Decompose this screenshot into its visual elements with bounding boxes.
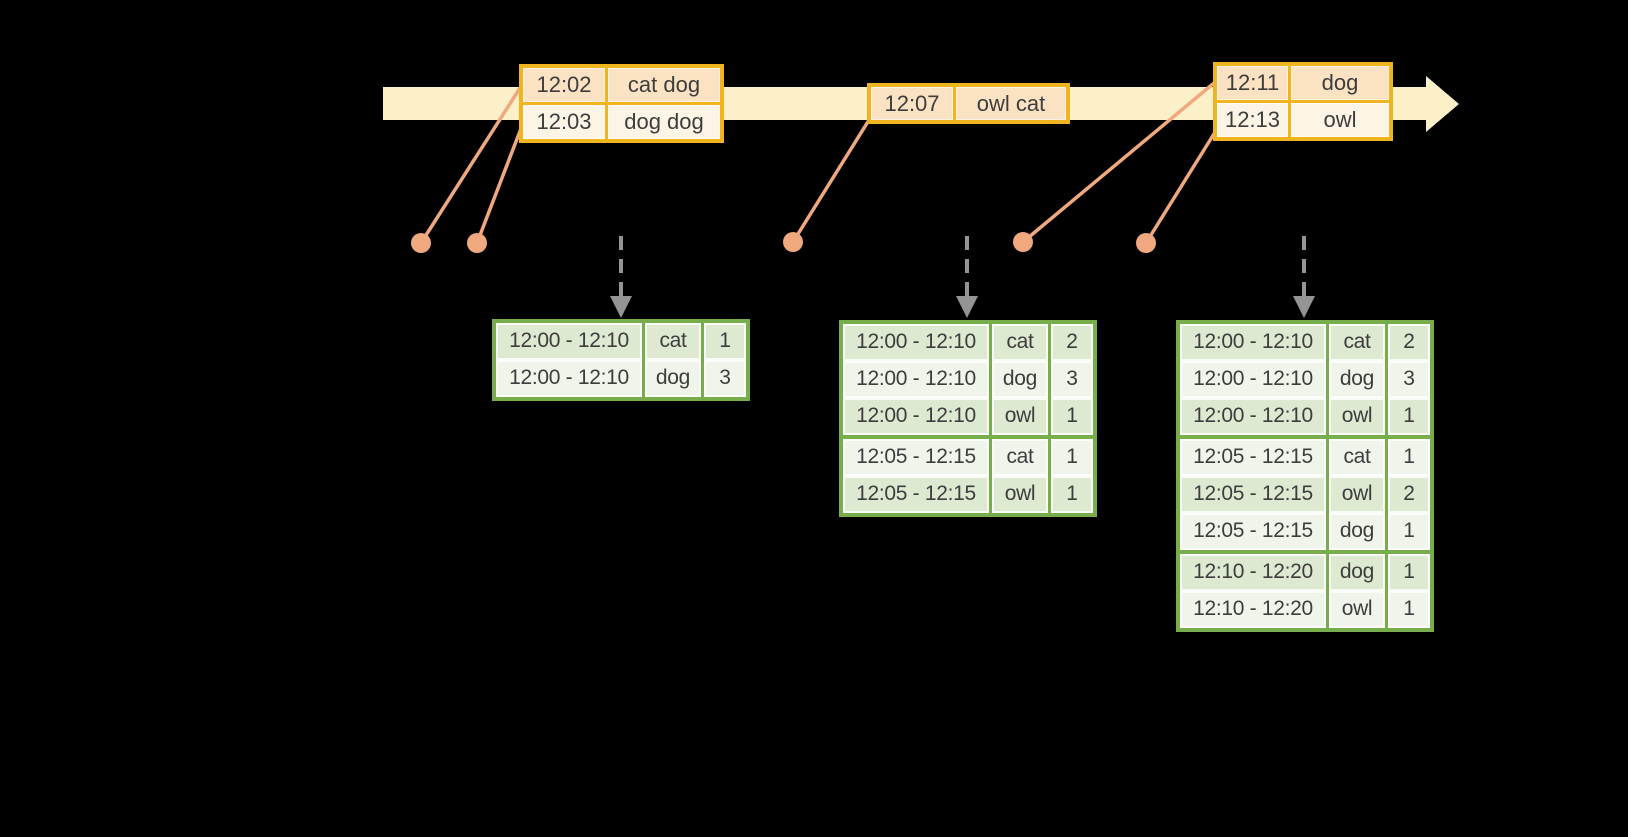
window-cell: 12:00 - 12:10	[843, 398, 989, 435]
window-cell: 12:00 - 12:10	[1180, 324, 1326, 361]
window-cell: 12:05 - 12:15	[1180, 513, 1326, 550]
window-cell: 12:10 - 12:20	[1180, 554, 1326, 591]
count-cell: 1	[1388, 554, 1430, 591]
result-row: 12:05 - 12:15 owl 2	[1180, 476, 1430, 513]
event-row: 12:03 dog dog	[523, 105, 720, 139]
count-cell: 1	[1388, 513, 1430, 550]
word-cell: owl	[992, 476, 1048, 513]
window-cell: 12:00 - 12:10	[1180, 398, 1326, 435]
record-dot	[1136, 233, 1156, 253]
word-cell: cat	[645, 323, 701, 360]
count-cell: 2	[1388, 476, 1430, 513]
result-table-1: 12:00 - 12:10 cat 1 12:00 - 12:10 dog 3	[492, 319, 750, 401]
word-cell: dog	[1329, 513, 1385, 550]
result-row: 12:05 - 12:15 owl 1	[843, 476, 1093, 513]
result-row: 12:00 - 12:10 owl 1	[843, 398, 1093, 435]
event-box-2: 12:07 owl cat	[867, 83, 1070, 124]
window-group: 12:00 - 12:10 cat 2 12:00 - 12:10 dog 3 …	[1180, 324, 1430, 435]
record-connector-line	[1144, 128, 1219, 244]
result-row: 12:10 - 12:20 dog 1	[1180, 554, 1430, 591]
event-row: 12:13 owl	[1217, 103, 1389, 137]
result-table-3: 12:00 - 12:10 cat 2 12:00 - 12:10 dog 3 …	[1176, 320, 1434, 632]
count-cell: 3	[1388, 361, 1430, 398]
window-cell: 12:05 - 12:15	[1180, 476, 1326, 513]
event-box-3: 12:11 dog 12:13 owl	[1213, 62, 1393, 141]
count-cell: 3	[704, 360, 746, 397]
event-time-cell: 12:03	[523, 105, 605, 139]
record-dot	[467, 233, 487, 253]
event-words-cell: cat dog	[608, 68, 720, 102]
event-time-cell: 12:11	[1217, 66, 1288, 100]
window-group: 12:10 - 12:20 dog 1 12:10 - 12:20 owl 1	[1180, 554, 1430, 628]
record-connector-line	[791, 119, 871, 243]
result-row: 12:00 - 12:10 owl 1	[1180, 398, 1430, 435]
count-cell: 2	[1051, 324, 1093, 361]
trigger-arrowhead-icon	[956, 296, 978, 318]
record-connector-line	[475, 125, 524, 244]
event-row: 12:07 owl cat	[871, 87, 1066, 120]
result-row: 12:00 - 12:10 dog 3	[1180, 361, 1430, 398]
result-row: 12:10 - 12:20 owl 1	[1180, 591, 1430, 628]
result-row: 12:05 - 12:15 cat 1	[1180, 439, 1430, 476]
count-cell: 1	[1051, 398, 1093, 435]
result-row: 12:05 - 12:15 dog 1	[1180, 513, 1430, 550]
record-dot	[783, 232, 803, 252]
event-words-cell: dog	[1291, 66, 1389, 100]
record-dot	[411, 233, 431, 253]
word-cell: dog	[992, 361, 1048, 398]
window-cell: 12:05 - 12:15	[843, 476, 989, 513]
window-cell: 12:10 - 12:20	[1180, 591, 1326, 628]
trigger-arrowhead-icon	[610, 296, 632, 318]
trigger-arrowhead-icon	[1293, 296, 1315, 318]
result-row: 12:05 - 12:15 cat 1	[843, 439, 1093, 476]
window-cell: 12:00 - 12:10	[496, 323, 642, 360]
result-row: 12:00 - 12:10 cat 2	[843, 324, 1093, 361]
count-cell: 3	[1051, 361, 1093, 398]
word-cell: owl	[992, 398, 1048, 435]
window-group: 12:00 - 12:10 cat 1 12:00 - 12:10 dog 3	[496, 323, 746, 397]
result-row: 12:00 - 12:10 cat 1	[496, 323, 746, 360]
window-cell: 12:05 - 12:15	[843, 439, 989, 476]
event-time-cell: 12:07	[871, 87, 953, 120]
window-cell: 12:00 - 12:10	[843, 361, 989, 398]
count-cell: 1	[1051, 439, 1093, 476]
event-time-cell: 12:02	[523, 68, 605, 102]
word-cell: cat	[992, 324, 1048, 361]
word-cell: cat	[1329, 439, 1385, 476]
word-cell: dog	[1329, 361, 1385, 398]
word-cell: owl	[1329, 398, 1385, 435]
event-time-cell: 12:13	[1217, 103, 1288, 137]
count-cell: 1	[704, 323, 746, 360]
result-table-2: 12:00 - 12:10 cat 2 12:00 - 12:10 dog 3 …	[839, 320, 1097, 517]
result-row: 12:00 - 12:10 dog 3	[496, 360, 746, 397]
window-cell: 12:00 - 12:10	[1180, 361, 1326, 398]
word-cell: dog	[645, 360, 701, 397]
window-group: 12:05 - 12:15 cat 1 12:05 - 12:15 owl 1	[843, 439, 1093, 513]
event-box-1: 12:02 cat dog 12:03 dog dog	[519, 64, 724, 143]
window-group: 12:05 - 12:15 cat 1 12:05 - 12:15 owl 2 …	[1180, 439, 1430, 550]
event-row: 12:11 dog	[1217, 66, 1389, 100]
count-cell: 1	[1388, 591, 1430, 628]
event-words-cell: dog dog	[608, 105, 720, 139]
word-cell: owl	[1329, 476, 1385, 513]
count-cell: 1	[1388, 398, 1430, 435]
word-cell: cat	[1329, 324, 1385, 361]
count-cell: 1	[1388, 439, 1430, 476]
window-cell: 12:00 - 12:10	[843, 324, 989, 361]
event-row: 12:02 cat dog	[523, 68, 720, 102]
window-cell: 12:05 - 12:15	[1180, 439, 1326, 476]
window-cell: 12:00 - 12:10	[496, 360, 642, 397]
word-cell: owl	[1329, 591, 1385, 628]
count-cell: 1	[1051, 476, 1093, 513]
word-cell: cat	[992, 439, 1048, 476]
event-words-cell: owl cat	[956, 87, 1066, 120]
result-row: 12:00 - 12:10 dog 3	[843, 361, 1093, 398]
event-words-cell: owl	[1291, 103, 1389, 137]
count-cell: 2	[1388, 324, 1430, 361]
result-row: 12:00 - 12:10 cat 2	[1180, 324, 1430, 361]
timeline-arrowhead-icon	[1426, 76, 1459, 132]
record-dot	[1013, 232, 1033, 252]
window-group: 12:00 - 12:10 cat 2 12:00 - 12:10 dog 3 …	[843, 324, 1093, 435]
word-cell: dog	[1329, 554, 1385, 591]
